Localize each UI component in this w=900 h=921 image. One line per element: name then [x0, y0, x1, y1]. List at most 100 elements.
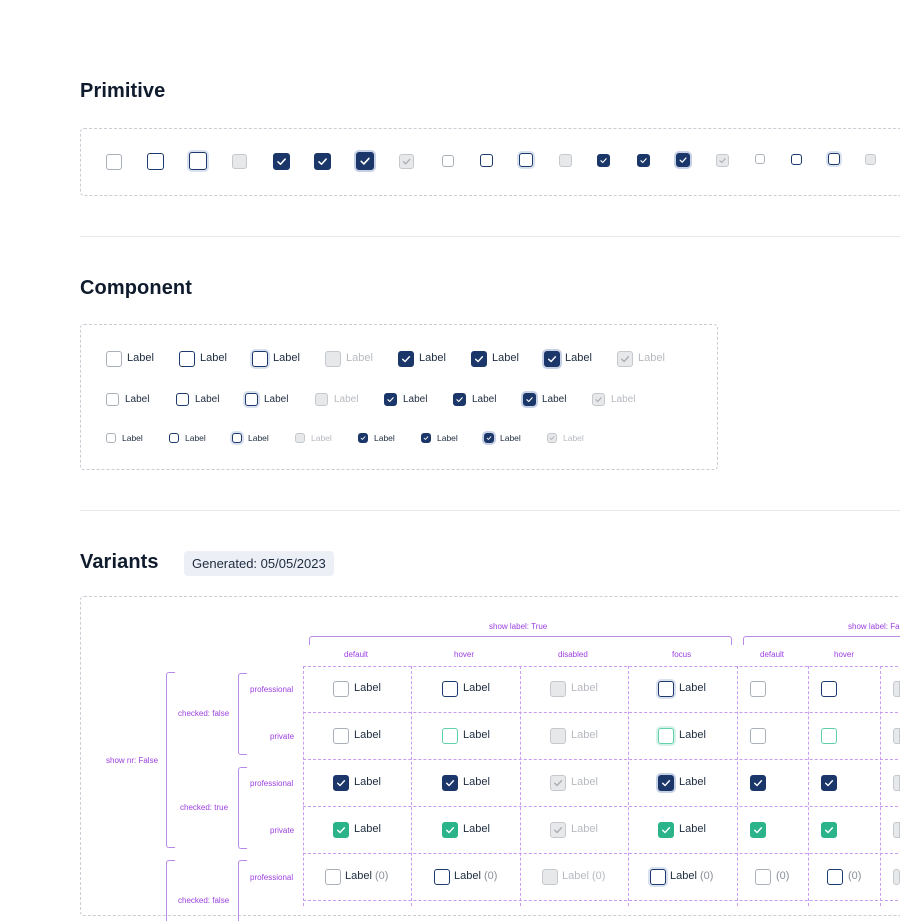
checkbox[interactable]: [314, 153, 331, 170]
checkbox: [325, 351, 341, 367]
checkbox[interactable]: [333, 728, 349, 744]
checkbox[interactable]: [106, 433, 116, 443]
checkbox[interactable]: [821, 681, 837, 697]
checkbox[interactable]: [398, 351, 414, 367]
checkbox[interactable]: [333, 775, 349, 791]
checkbox[interactable]: [484, 433, 494, 443]
checkbox-label: Label: [419, 352, 446, 364]
checkbox[interactable]: [179, 351, 195, 367]
checkbox[interactable]: [750, 728, 766, 744]
count-label: (0): [375, 870, 389, 882]
checkbox[interactable]: [791, 154, 802, 165]
checkbox[interactable]: [658, 775, 674, 791]
checkbox-label: Label: [311, 433, 332, 443]
checkbox[interactable]: [471, 351, 487, 367]
checkbox[interactable]: [106, 393, 119, 406]
count-label: (0): [700, 870, 714, 882]
checkbox-label: Label: [403, 394, 428, 405]
checkbox-label: Label: [492, 352, 519, 364]
checkbox: [550, 681, 566, 697]
checkbox: [716, 154, 729, 167]
checkbox[interactable]: [658, 728, 674, 744]
check-icon: [274, 154, 289, 169]
check-icon: [717, 155, 728, 166]
checkbox[interactable]: [106, 154, 122, 170]
checkbox[interactable]: [650, 869, 666, 885]
checkbox-label: Label: [354, 729, 381, 741]
checkbox[interactable]: [189, 152, 207, 170]
checkbox[interactable]: [442, 681, 458, 697]
checkbox[interactable]: [147, 153, 164, 170]
checkbox[interactable]: [827, 869, 843, 885]
checkbox[interactable]: [442, 155, 454, 167]
checkbox[interactable]: [821, 775, 837, 791]
grid-line: [303, 666, 304, 906]
checkbox[interactable]: [356, 152, 374, 170]
checkbox[interactable]: [169, 433, 179, 443]
checkbox[interactable]: [755, 154, 765, 164]
checkbox-label: Label: [679, 776, 706, 788]
checkbox[interactable]: [821, 728, 837, 744]
checked-true-bracket: [238, 767, 247, 849]
checkbox[interactable]: [232, 433, 242, 443]
checkbox[interactable]: [453, 393, 466, 406]
checkbox: [893, 681, 900, 697]
checkbox[interactable]: [597, 154, 610, 167]
checkbox[interactable]: [273, 153, 290, 170]
checkbox[interactable]: [523, 393, 536, 406]
checkbox-label: Label: [437, 433, 458, 443]
checkbox[interactable]: [828, 153, 840, 165]
component-title: Component: [80, 277, 192, 299]
checkbox-label: Label: [346, 352, 373, 364]
check-icon: [751, 776, 765, 790]
checked-false-bracket: [238, 673, 247, 755]
checkbox[interactable]: [325, 869, 341, 885]
checkbox[interactable]: [519, 153, 533, 167]
checkbox[interactable]: [434, 869, 450, 885]
checkbox[interactable]: [176, 393, 189, 406]
checkbox[interactable]: [252, 351, 268, 367]
checkbox[interactable]: [358, 433, 368, 443]
checkbox[interactable]: [637, 154, 650, 167]
checkbox-label: Label: [354, 682, 381, 694]
checkbox-label: Label: [264, 394, 289, 405]
checkbox[interactable]: [106, 351, 122, 367]
check-icon: [551, 823, 565, 837]
checkbox[interactable]: [658, 681, 674, 697]
checkbox[interactable]: [333, 822, 349, 838]
checkbox[interactable]: [750, 775, 766, 791]
grid-line: [520, 666, 521, 906]
checkbox[interactable]: [442, 775, 458, 791]
checkbox: [893, 775, 900, 791]
checkbox[interactable]: [821, 822, 837, 838]
checkbox: [315, 393, 328, 406]
state-header-hover: hover: [454, 650, 475, 659]
checkbox-label: Label: [200, 352, 227, 364]
checkbox[interactable]: [750, 822, 766, 838]
checkbox[interactable]: [245, 393, 258, 406]
check-icon: [454, 394, 465, 405]
checkbox-label: Label: [463, 729, 490, 741]
state-header-disabled: disabled: [558, 650, 588, 659]
checkbox[interactable]: [480, 154, 493, 167]
generated-badge: Generated: 05/05/2023: [184, 551, 334, 576]
checkbox-label: Label: [679, 682, 706, 694]
check-icon: [659, 823, 673, 837]
checkbox[interactable]: [333, 681, 349, 697]
checkbox[interactable]: [750, 681, 766, 697]
checkbox[interactable]: [544, 351, 560, 367]
checkbox[interactable]: [384, 393, 397, 406]
checkbox[interactable]: [442, 822, 458, 838]
grid-line: [303, 759, 900, 760]
check-icon: [399, 352, 413, 366]
check-icon: [334, 823, 348, 837]
checkbox-label: Label: [354, 776, 381, 788]
checkbox[interactable]: [442, 728, 458, 744]
checkbox: [617, 351, 633, 367]
checkbox: [893, 822, 900, 838]
checkbox[interactable]: [676, 153, 690, 167]
checkbox[interactable]: [755, 869, 771, 885]
checkbox[interactable]: [658, 822, 674, 838]
checkbox[interactable]: [421, 433, 431, 443]
check-icon: [822, 823, 836, 837]
